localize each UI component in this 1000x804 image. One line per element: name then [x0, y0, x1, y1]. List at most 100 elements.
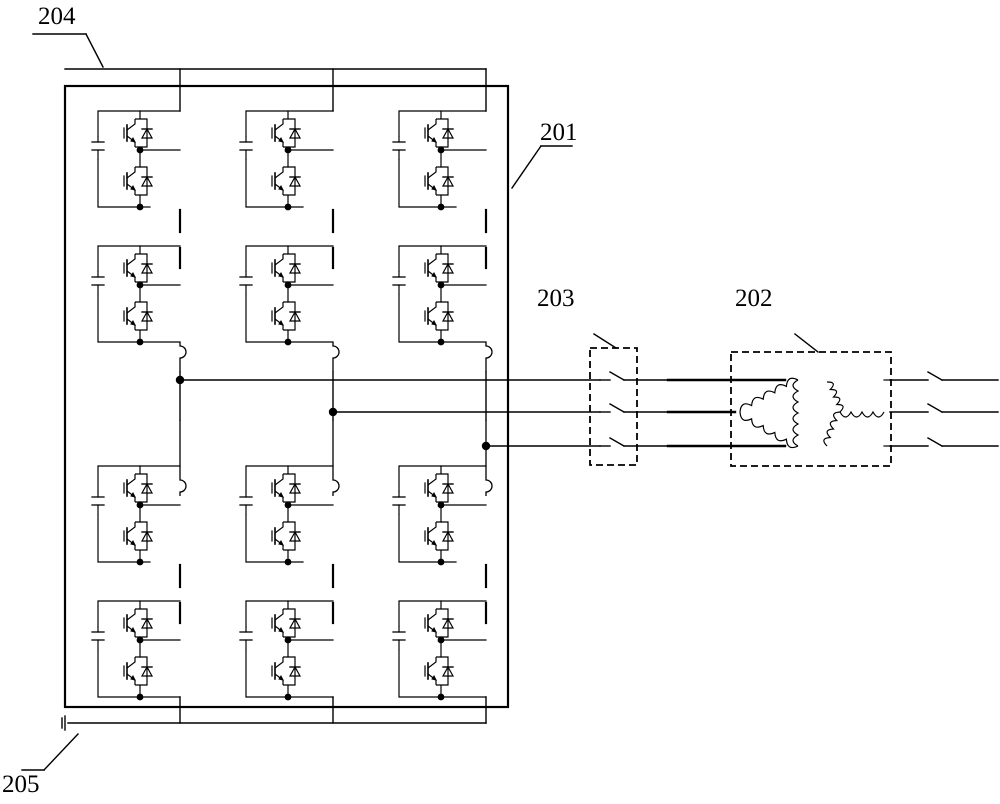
submodule [392, 600, 455, 698]
submodule [239, 465, 302, 563]
grid-switch-blade [927, 437, 943, 447]
diode-branch [436, 166, 449, 196]
arm-reactor [485, 342, 493, 372]
diode-triangle [140, 175, 154, 187]
diode-triangle [140, 262, 154, 274]
cap-top-wire [398, 600, 442, 627]
igbt-switch [123, 166, 154, 196]
converter-frame [63, 84, 510, 709]
grid-switch-blade [927, 403, 943, 413]
igbt-arrow [278, 627, 284, 633]
igbt-switch [424, 166, 455, 196]
igbt-switch [424, 521, 455, 551]
transformer-leader [794, 333, 819, 353]
submodule [91, 465, 154, 563]
diode-triangle [288, 310, 302, 322]
igbt-switch [123, 118, 154, 148]
igbt-arrow [130, 675, 136, 681]
diode-triangle [140, 127, 154, 139]
igbt-switch [424, 473, 455, 503]
igbt-arrow [130, 185, 136, 191]
diode-branch [283, 166, 296, 196]
transformer-box [730, 351, 892, 467]
cap-bottom-wire [245, 649, 289, 698]
igbt-switch [424, 608, 455, 638]
arm-reactor [179, 342, 187, 372]
diode-triangle [288, 262, 302, 274]
switch-unit-box [589, 347, 638, 466]
igbt-switch [123, 473, 154, 503]
diode-triangle [441, 665, 455, 677]
igbt-collector [126, 302, 136, 314]
submodule [239, 245, 302, 343]
diode-triangle [441, 617, 455, 629]
igbt-switch [271, 473, 302, 503]
submodule [239, 600, 302, 698]
cap-top-wire [97, 465, 141, 492]
cap-top-wire [245, 465, 289, 492]
igbt-switch [424, 301, 455, 331]
transformer-winding [739, 377, 799, 413]
igbt-switch [424, 253, 455, 283]
grid-switch-blade [927, 371, 943, 381]
diode-triangle [140, 482, 154, 494]
diode-triangle [288, 127, 302, 139]
switch-unit-leader [593, 333, 617, 349]
arm-reactor [332, 420, 340, 496]
igbt-switch [123, 253, 154, 283]
cap-bottom-wire [245, 514, 289, 563]
transformer-winding [792, 379, 800, 447]
igbt-collector [274, 609, 284, 621]
transformer [730, 333, 892, 467]
igbt-switch [271, 166, 302, 196]
igbt-collector [274, 254, 284, 266]
igbt-collector [126, 167, 136, 179]
submodule [91, 110, 154, 208]
igbt-switch [123, 656, 154, 686]
submodule [91, 245, 154, 343]
igbt-collector [126, 657, 136, 669]
diode-branch [436, 656, 449, 686]
igbt-collector [126, 522, 136, 534]
submodule [91, 600, 154, 698]
igbt-arrow [278, 320, 284, 326]
label-switch-unit: 203 [537, 285, 575, 312]
igbt-switch [123, 608, 154, 638]
transformer-winding [823, 411, 841, 447]
submodule [239, 110, 302, 208]
diode-branch [436, 521, 449, 551]
igbt-collector [427, 119, 437, 131]
diode-triangle [288, 665, 302, 677]
cap-bottom-wire [398, 649, 442, 698]
transformer-winding [839, 410, 885, 418]
igbt-collector [427, 167, 437, 179]
diode-branch [135, 656, 148, 686]
igbt-switch [271, 301, 302, 331]
arm-reactor [332, 342, 340, 372]
leader-201 [511, 145, 542, 189]
igbt-arrow [130, 137, 136, 143]
igbt-collector [126, 609, 136, 621]
igbt-collector [274, 119, 284, 131]
igbt-arrow [431, 627, 437, 633]
switch-blade [609, 403, 625, 413]
igbt-arrow [130, 540, 136, 546]
label-converter: 201 [540, 119, 578, 146]
cap-bottom-wire [97, 514, 141, 563]
diode-branch [283, 521, 296, 551]
diode-triangle [441, 262, 455, 274]
igbt-switch [271, 656, 302, 686]
submodule [392, 465, 455, 563]
cap-bottom-wire [97, 159, 141, 208]
igbt-arrow [431, 492, 437, 498]
igbt-arrow [431, 137, 437, 143]
switch-blade [609, 437, 625, 447]
igbt-arrow [130, 492, 136, 498]
igbt-arrow [130, 320, 136, 326]
diode-triangle [441, 127, 455, 139]
label-transformer: 202 [735, 285, 773, 312]
igbt-switch [271, 118, 302, 148]
igbt-arrow [431, 540, 437, 546]
igbt-collector [274, 167, 284, 179]
